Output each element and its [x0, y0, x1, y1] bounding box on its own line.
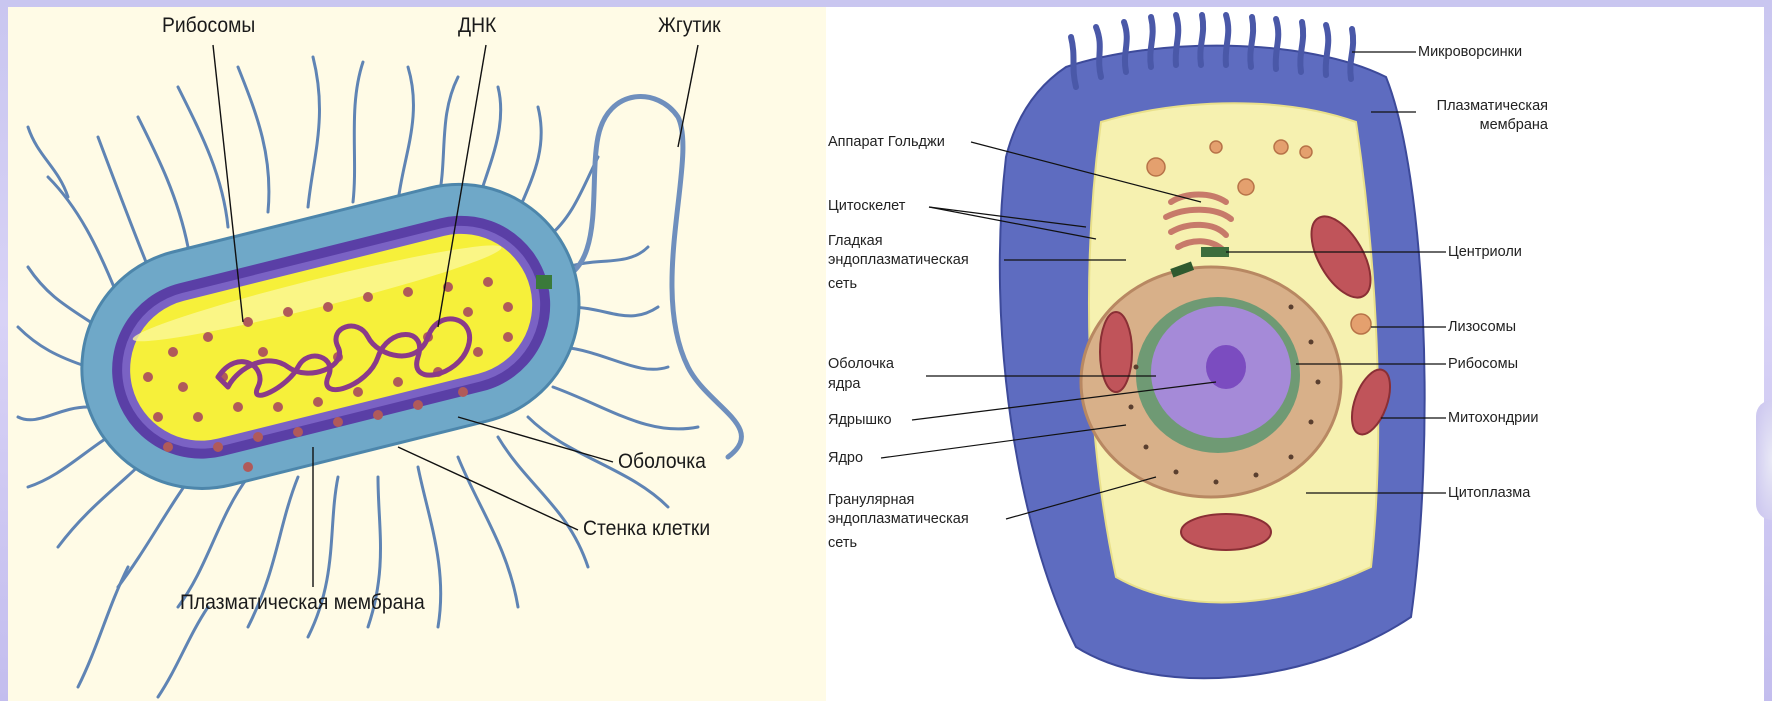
- capsule: [56, 159, 604, 514]
- label-plasma-membrane: Плазматическая мембрана: [180, 591, 425, 615]
- label-nuclear-envelope-line2: ядра: [828, 375, 860, 394]
- label-dna: ДНК: [458, 14, 496, 38]
- label-cytoplasm: Цитоплазма: [1448, 484, 1530, 503]
- label-nucleolus: Ядрышко: [828, 411, 892, 430]
- label-golgi: Аппарат Гольджи: [828, 133, 945, 152]
- prokaryotic-cell-panel: Рибосомы ДНК Жгутик Оболочка Стенка клет…: [8, 7, 826, 701]
- label-smooth-er-line3: сеть: [828, 275, 857, 294]
- label-flagellum: Жгутик: [658, 14, 721, 38]
- label-rough-er-line3: сеть: [828, 534, 857, 553]
- label-rough-er-line1: Гранулярная: [828, 491, 914, 510]
- label-smooth-er-line1: Гладкая: [828, 232, 883, 251]
- label-plasma-membrane-line1: Плазматическая: [1418, 97, 1548, 116]
- label-mitochondria: Митохондрии: [1448, 409, 1538, 428]
- label-plasma-membrane-line2: мембрана: [1418, 116, 1548, 135]
- label-ribosomes: Рибосомы: [162, 14, 255, 38]
- flagellum-base: [536, 275, 552, 289]
- label-nuclear-envelope-line1: Оболочка: [828, 355, 894, 374]
- mitochondrion: [1100, 312, 1132, 392]
- label-centrioles: Центриоли: [1448, 243, 1522, 262]
- eukaryotic-cell-diagram: [826, 7, 1764, 701]
- centriole: [1201, 247, 1229, 257]
- label-cell-wall: Стенка клетки: [583, 517, 710, 541]
- label-capsule: Оболочка: [618, 450, 706, 474]
- label-microvilli: Микроворсинки: [1418, 43, 1522, 62]
- mitochondrion: [1181, 514, 1271, 550]
- decorative-bubble: [1756, 400, 1772, 520]
- label-lysosomes: Лизосомы: [1448, 318, 1516, 337]
- label-rough-er-line2: эндоплазматическая: [828, 510, 969, 529]
- label-nucleus: Ядро: [828, 449, 863, 468]
- label-cytoskeleton: Цитоскелет: [828, 197, 905, 216]
- eukaryotic-cell-panel: Микроворсинки Плазматическая мембрана Ап…: [826, 7, 1764, 701]
- label-smooth-er-line2: эндоплазматическая: [828, 251, 969, 270]
- label-ribosomes: Рибосомы: [1448, 355, 1518, 374]
